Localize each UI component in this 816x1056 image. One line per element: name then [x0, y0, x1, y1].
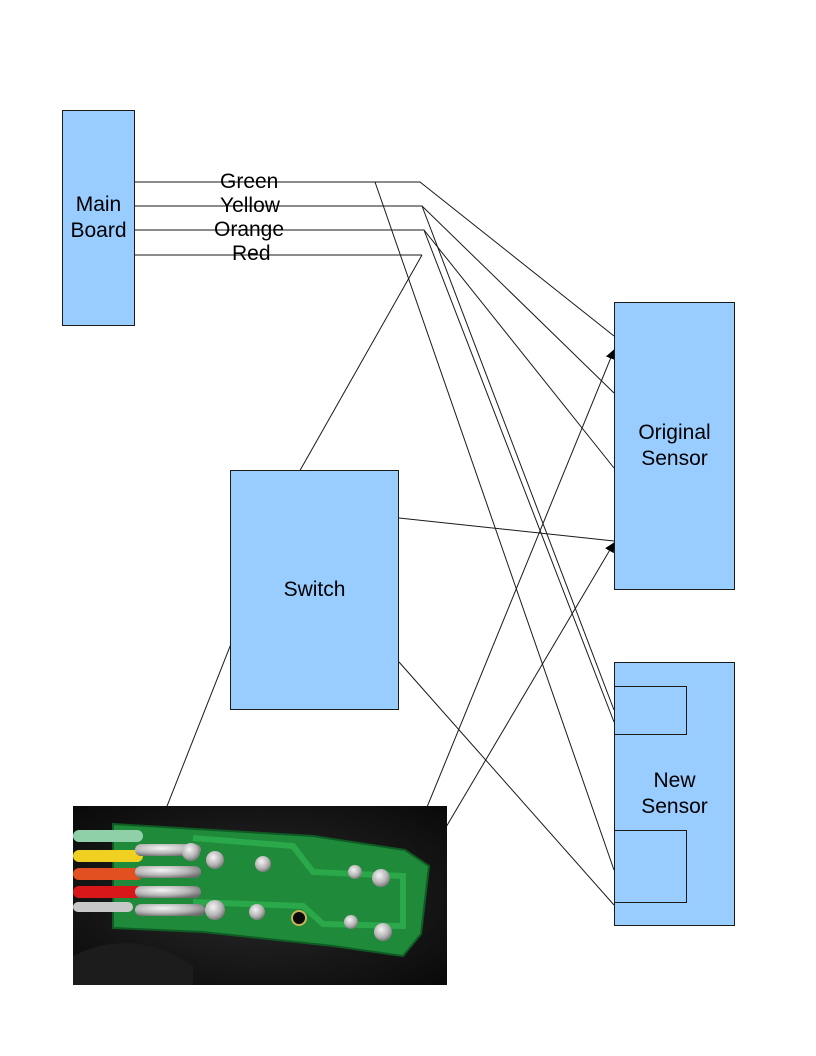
wire-orange	[135, 229, 615, 469]
wire-green-to-new-sensor	[374, 181, 615, 871]
main-board-label: Main Board	[70, 193, 127, 242]
new-sensor-upper-pad	[614, 686, 687, 735]
switch-box: Switch	[230, 470, 399, 710]
wire-green	[135, 181, 615, 337]
main-board-box: Main Board	[62, 110, 135, 326]
switch-label: Switch	[283, 578, 346, 601]
wire-label-green: Green	[220, 170, 279, 193]
pointer-to-original-sensor-top	[397, 349, 616, 879]
wire-orange-to-new-sensor	[423, 229, 615, 723]
wire-label-yellow: Yellow	[220, 194, 280, 217]
wire-yellow	[135, 205, 615, 394]
switch-to-new-sensor	[398, 661, 615, 906]
wire-label-orange: Orange	[214, 218, 285, 241]
new-sensor-lower-pad	[614, 830, 687, 903]
original-sensor-label: Original Sensor	[638, 421, 711, 470]
wire-red-to-switch	[297, 254, 423, 475]
new-sensor-label: New Sensor	[641, 769, 708, 818]
switch-to-original-sensor	[398, 517, 615, 542]
sensor-pcb-photo	[73, 806, 447, 985]
wire-yellow-to-new-sensor	[421, 205, 615, 711]
wire-label-red: Red	[232, 242, 271, 265]
original-sensor-box: Original Sensor	[614, 302, 735, 590]
